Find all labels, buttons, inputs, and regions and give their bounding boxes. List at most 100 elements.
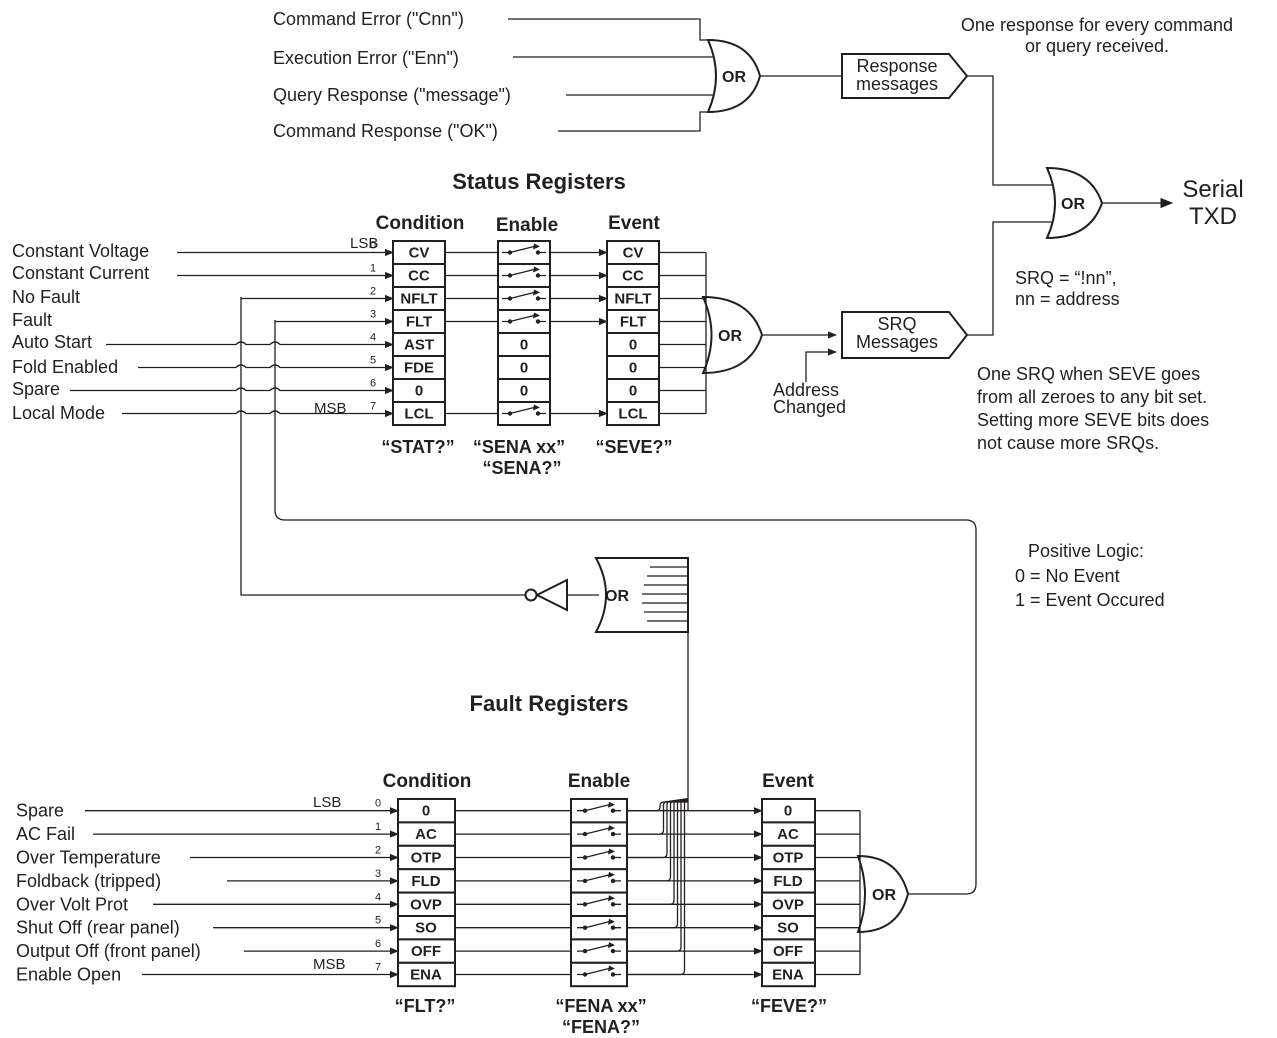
srq-to-output-wire bbox=[967, 221, 1052, 336]
status-or-label: OR bbox=[718, 328, 742, 345]
fault-condition-value: OVP bbox=[410, 896, 442, 913]
status-input-label: Spare bbox=[12, 379, 60, 399]
switch-blade bbox=[584, 850, 610, 859]
fault-summary-gate-inputs bbox=[642, 566, 688, 622]
response-note-line2: or query received. bbox=[1025, 36, 1169, 56]
switch-blade bbox=[584, 827, 610, 835]
address-changed-line1: Address bbox=[773, 380, 839, 400]
status-input-wire bbox=[122, 409, 394, 418]
fault-cmd-fena-xx: “FENA xx” bbox=[555, 996, 646, 1016]
fault-bit-number: 0 bbox=[375, 798, 381, 810]
response-box-line1: Response bbox=[856, 56, 937, 76]
nofault-feedback-wire bbox=[240, 297, 525, 596]
switch-contact bbox=[610, 902, 616, 907]
status-event-value: LCL bbox=[618, 406, 647, 423]
status-enable-switch bbox=[502, 266, 546, 278]
fault-condition-value: OFF bbox=[411, 943, 441, 960]
fault-or-label: OR bbox=[872, 887, 896, 904]
srq-note-0: One SRQ when SEVE goes bbox=[977, 364, 1200, 384]
switch-contact bbox=[610, 831, 616, 837]
status-input-label: Local Mode bbox=[12, 403, 105, 423]
srq-note-1: from all zeroes to any bit set. bbox=[977, 387, 1207, 407]
fault-enable-to-bus-wire bbox=[627, 799, 688, 882]
status-input-label: Fold Enabled bbox=[12, 357, 118, 377]
status-event-value: CV bbox=[623, 245, 644, 262]
fault-input-label: Over Temperature bbox=[16, 848, 161, 868]
status-bit-number: 6 bbox=[370, 378, 376, 390]
status-condition-value: NFLT bbox=[400, 291, 437, 308]
status-registers-title: Status Registers bbox=[452, 169, 626, 194]
switch-blade bbox=[509, 291, 535, 300]
switch-contact bbox=[610, 925, 616, 930]
status-registers-section: Status Registers Condition Enable Event … bbox=[12, 169, 837, 478]
status-bit-number: 1 bbox=[370, 263, 376, 275]
fault-input-label: Shut Off (rear panel) bbox=[16, 918, 180, 938]
response-input-execution-error: Execution Error ("Enn") bbox=[273, 48, 459, 68]
fault-input-label: Output Off (front panel) bbox=[16, 941, 201, 961]
fault-enable-to-bus-wire bbox=[627, 800, 688, 835]
fault-condition-value: AC bbox=[415, 826, 437, 843]
response-section: Command Error ("Cnn") Execution Error ("… bbox=[273, 9, 1233, 186]
status-event-to-or-wires bbox=[659, 251, 707, 415]
fault-event-value: ENA bbox=[772, 967, 804, 984]
fault-event-value: 0 bbox=[784, 803, 792, 820]
switch-blade-tip bbox=[533, 289, 540, 296]
status-condition-value: CV bbox=[409, 245, 430, 262]
nofault-feedback: OR bbox=[240, 297, 977, 895]
fault-enable-to-bus-wire bbox=[627, 800, 688, 859]
switch-blade-tip bbox=[608, 895, 615, 902]
status-lsb-label: LSB bbox=[350, 235, 378, 252]
fault-enable-header: Enable bbox=[568, 771, 630, 792]
status-event-value: NFLT bbox=[614, 291, 651, 308]
switch-contact bbox=[610, 972, 616, 977]
status-enable-header: Enable bbox=[496, 215, 558, 236]
switch-blade-tip bbox=[533, 312, 540, 319]
fault-enable-switch bbox=[577, 918, 621, 930]
status-enable-value: 0 bbox=[520, 360, 528, 377]
switch-blade-tip bbox=[533, 404, 540, 411]
switch-contact bbox=[610, 855, 616, 860]
response-or-label: OR bbox=[722, 69, 746, 86]
switch-blade bbox=[509, 314, 535, 323]
fault-summary-or-label: OR bbox=[605, 588, 629, 605]
switch-blade bbox=[509, 268, 535, 277]
switch-blade-tip bbox=[608, 942, 615, 949]
fault-enable-switch bbox=[577, 848, 621, 860]
fault-event-to-or-wires bbox=[815, 810, 861, 976]
status-event-value: FLT bbox=[620, 314, 646, 331]
status-event-value: 0 bbox=[629, 383, 637, 400]
status-event-or-gate bbox=[701, 295, 764, 375]
fault-input-label: Foldback (tripped) bbox=[16, 871, 161, 891]
switch-contact bbox=[535, 273, 541, 278]
status-condition-value: CC bbox=[408, 268, 430, 285]
fault-condition-value: SO bbox=[415, 920, 437, 937]
switch-blade bbox=[584, 944, 610, 952]
switch-blade-tip bbox=[608, 871, 615, 878]
status-event-header: Event bbox=[608, 213, 660, 234]
fault-lsb-label: LSB bbox=[313, 794, 341, 811]
status-enable-switch bbox=[502, 312, 546, 324]
fault-condition-value: 0 bbox=[422, 803, 430, 820]
switch-contact bbox=[535, 411, 541, 416]
srq-note-3: not cause more SRQs. bbox=[977, 433, 1159, 453]
switch-blade-tip bbox=[533, 266, 540, 273]
fault-to-status-feedback-wire bbox=[274, 320, 977, 895]
fault-enable-switch bbox=[577, 801, 621, 813]
status-condition-value: FDE bbox=[404, 360, 434, 377]
status-bit-number: 0 bbox=[370, 240, 376, 252]
switch-contact bbox=[610, 808, 616, 813]
fault-enable-switch bbox=[577, 965, 621, 977]
fault-condition-value: ENA bbox=[410, 967, 442, 984]
status-condition-value: LCL bbox=[404, 406, 433, 423]
status-cmd-sena-query: “SENA?” bbox=[482, 458, 561, 478]
fault-bit-number: 1 bbox=[375, 821, 381, 833]
srq-note-line2: nn = address bbox=[1015, 289, 1120, 309]
logic-note-1: 0 = No Event bbox=[1015, 566, 1120, 586]
fault-event-value: OFF bbox=[773, 943, 803, 960]
status-cmd-stat: “STAT?” bbox=[381, 437, 454, 457]
serial-label: Serial bbox=[1182, 176, 1243, 203]
status-event-value: 0 bbox=[629, 360, 637, 377]
status-input-label: Constant Voltage bbox=[12, 241, 149, 261]
srq-box-line2: Messages bbox=[856, 332, 938, 352]
